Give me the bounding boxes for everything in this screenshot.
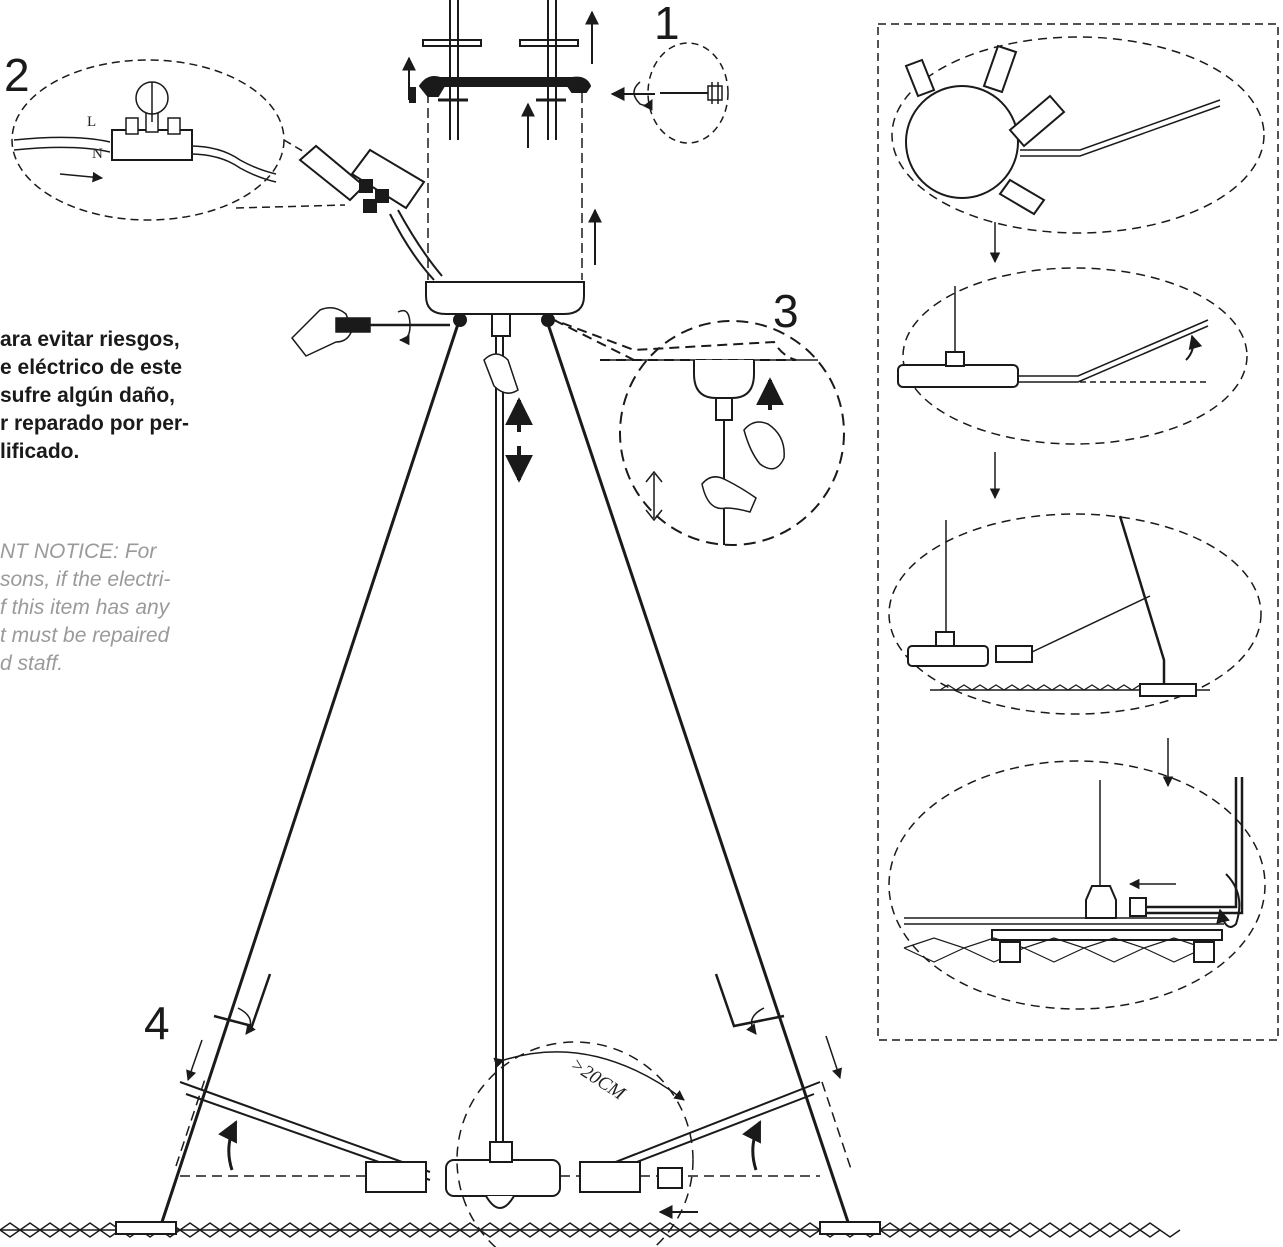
notice-es-line: ara evitar riesgos, (0, 328, 180, 351)
crystal-strand (0, 1221, 1181, 1238)
height-adjust-detail (553, 319, 845, 546)
hand-screwdriver (291, 307, 450, 357)
terminal-block-detail (11, 59, 346, 221)
terminal-block (298, 144, 443, 281)
notice-en-line: d staff. (0, 652, 64, 675)
screw-detail (633, 42, 729, 144)
safety-notice-english: NT NOTICE: For sons, if the electri- f t… (0, 538, 262, 678)
safety-notice-spanish: ara evitar riesgos, e eléctrico de este … (0, 326, 262, 466)
right-panel (877, 23, 1279, 1041)
ceiling-bracket (402, 0, 655, 265)
live-wire-label: L (87, 114, 97, 130)
pendant-main (160, 323, 850, 1223)
step-number-4: 4 (144, 997, 170, 1049)
notice-es-line: sufre algún daño, (0, 384, 176, 407)
step-number-2: 2 (4, 49, 30, 101)
notice-en-line: sons, if the electri- (0, 568, 171, 591)
notice-es-line: r reparado por per- (0, 412, 190, 435)
distance-indicator (456, 1041, 694, 1247)
notice-es-line: lificado. (0, 440, 80, 463)
hex-key-left (186, 973, 272, 1081)
step-number-1: 1 (654, 0, 680, 49)
notice-en-line: NT NOTICE: For (0, 540, 157, 563)
notice-en-line: f this item has any (0, 596, 170, 619)
neutral-wire-label: N (92, 146, 103, 162)
notice-es-line: e eléctrico de este (0, 356, 183, 379)
step-number-3: 3 (773, 285, 799, 337)
canopy (425, 93, 585, 337)
pendant-arms (175, 1075, 853, 1219)
hex-key-right (714, 973, 842, 1079)
notice-en-line: t must be repaired (0, 624, 170, 647)
